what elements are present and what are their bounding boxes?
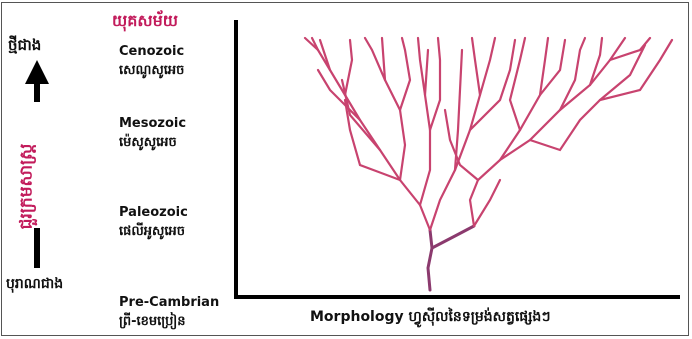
evolutionary-tree [305, 38, 672, 290]
x-axis-label: Morphology ហ្វូស៊ីលនៃទម្រង់សត្វផ្សេងៗ [310, 307, 550, 328]
